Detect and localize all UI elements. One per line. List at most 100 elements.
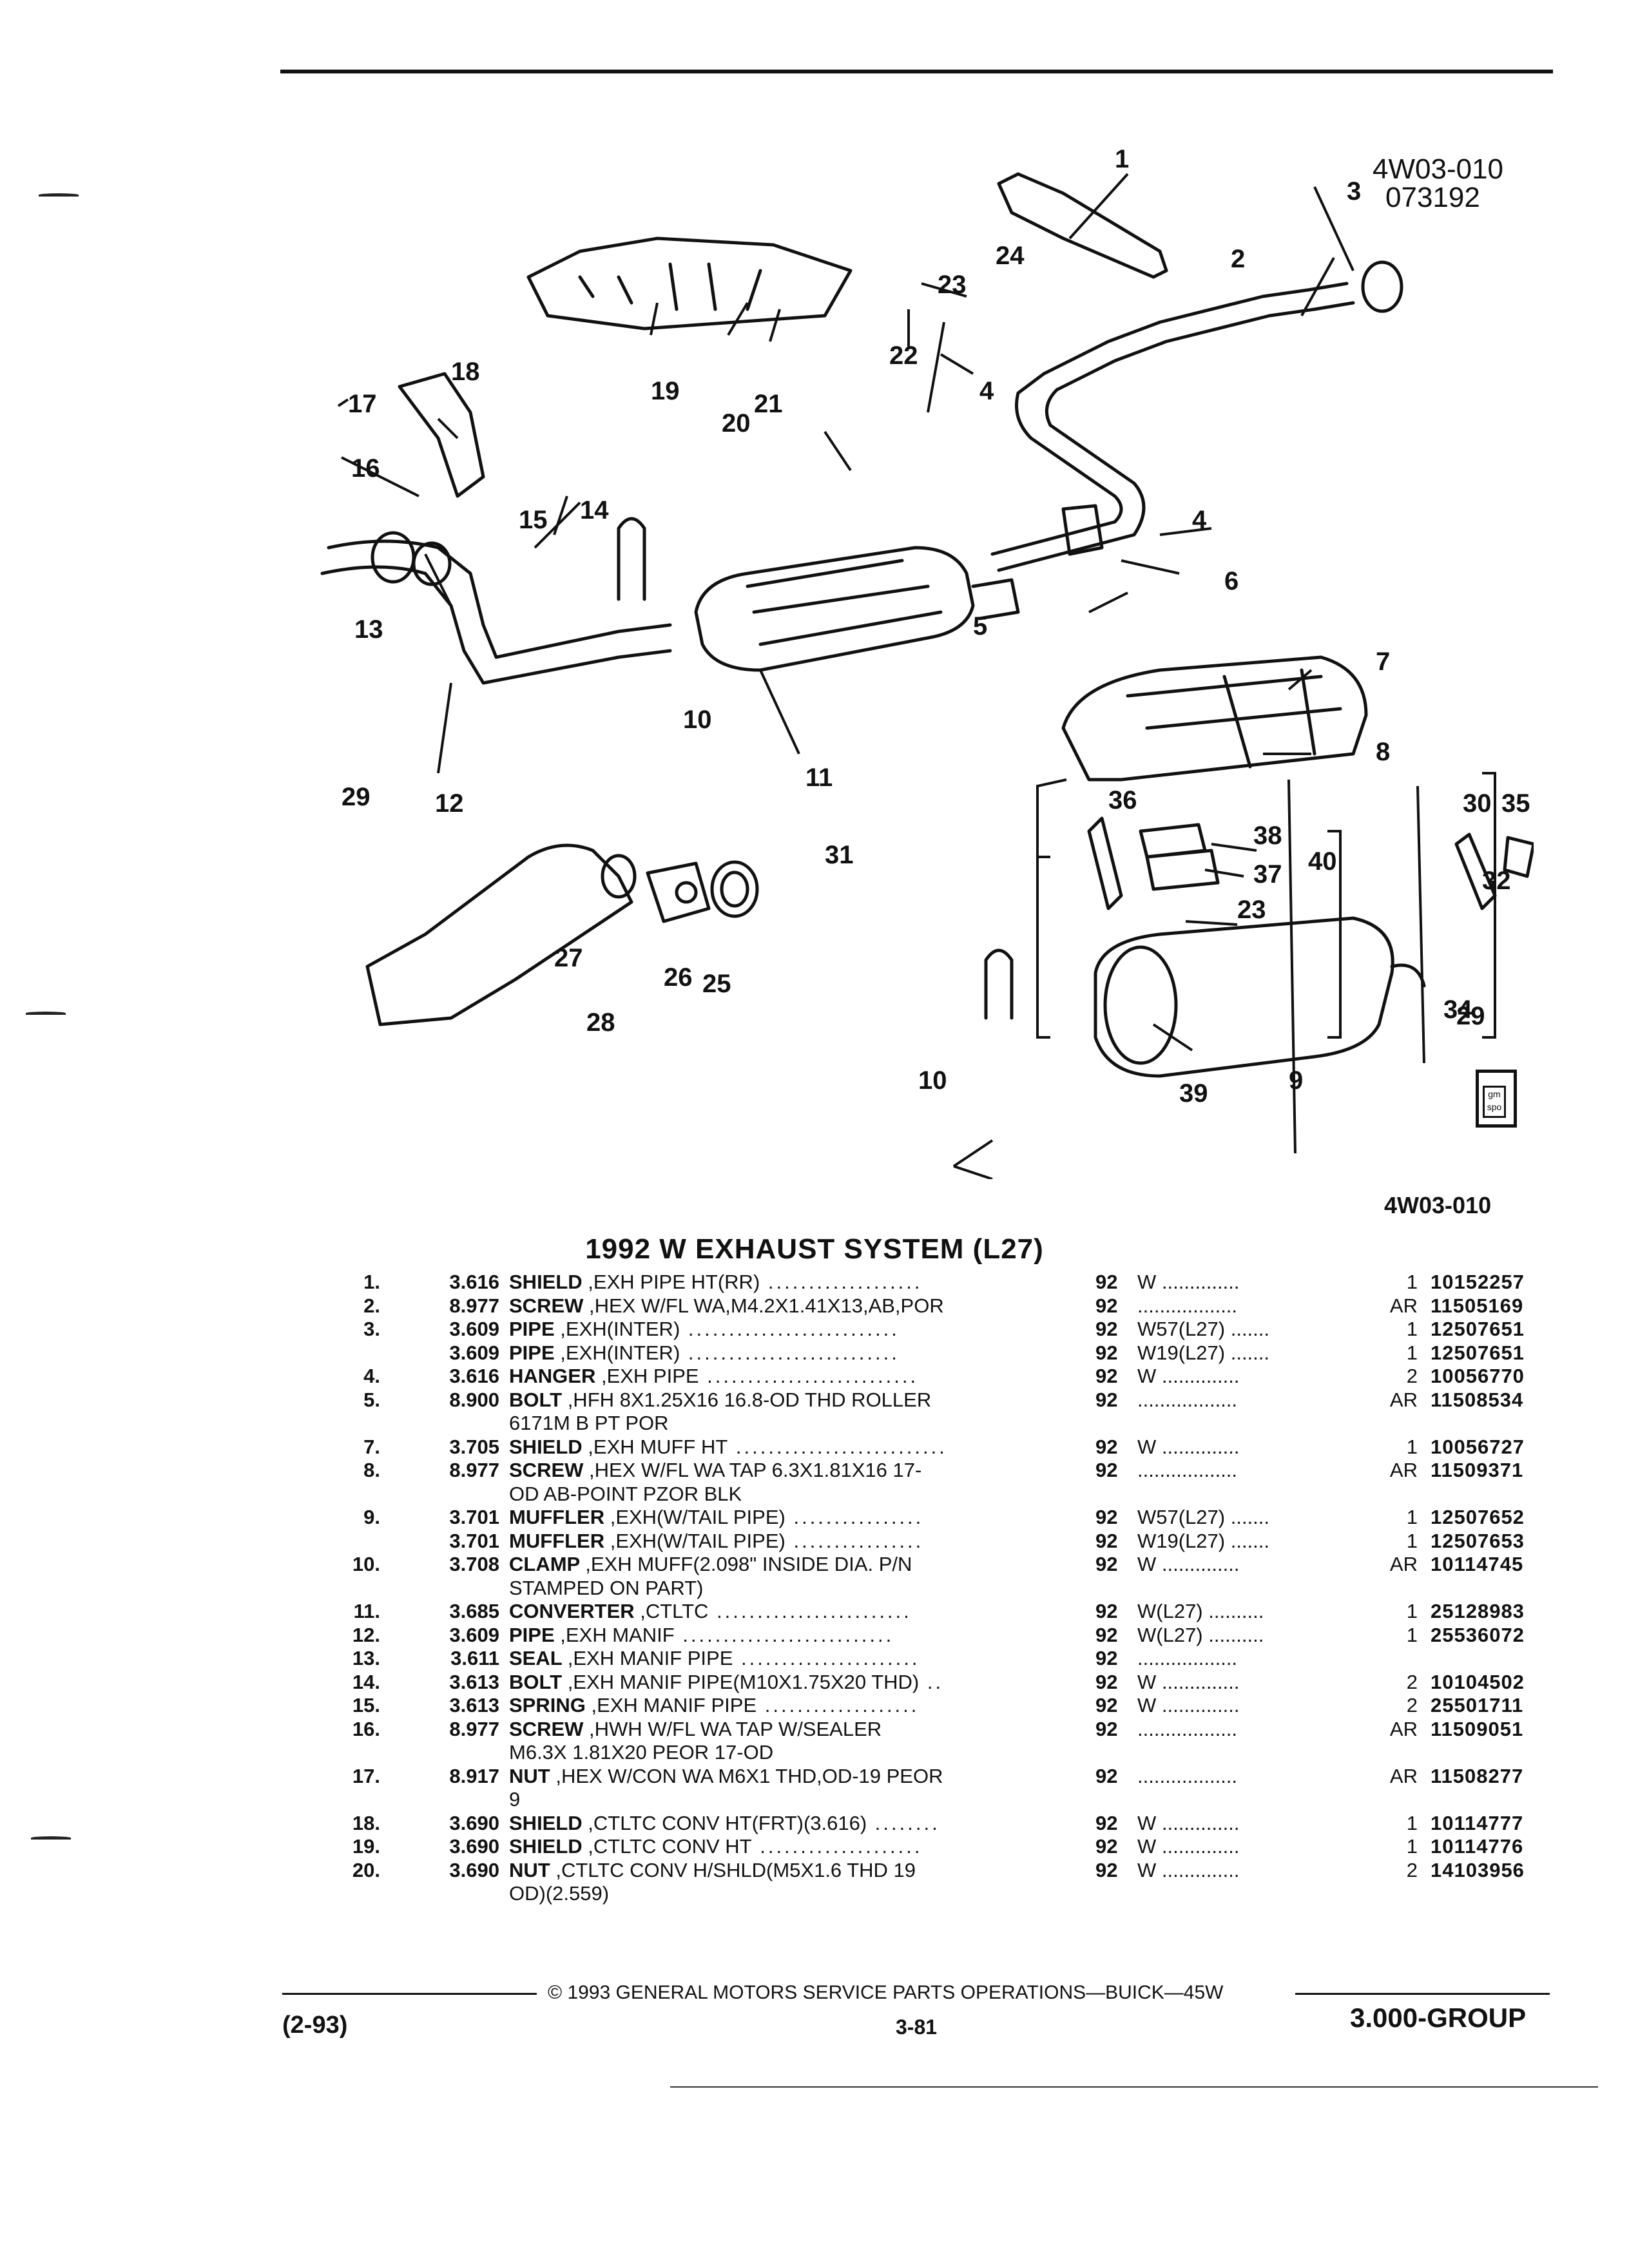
part-name: PIPE — [509, 1341, 561, 1364]
model-year: 92 — [1095, 1600, 1118, 1622]
callout-40: 40 — [1308, 847, 1337, 876]
callout-18: 18 — [451, 358, 480, 386]
quantity: AR — [1389, 1388, 1418, 1411]
part-description: MUFFLER ,EXH(W/TAIL PIPE) ..............… — [509, 1529, 924, 1552]
group-number: 8.977 — [449, 1717, 499, 1740]
part-description: 6171M B PT POR — [509, 1412, 669, 1434]
model-year: 92 — [1095, 1388, 1118, 1411]
part-name: SEAL — [509, 1647, 568, 1669]
quantity: 1 — [1406, 1271, 1418, 1293]
ref-number: 15. — [352, 1694, 380, 1716]
model-year: 92 — [1095, 1271, 1118, 1293]
part-number: 10056727 — [1431, 1435, 1525, 1458]
intermediate-pipe-part — [997, 301, 1355, 572]
part-name: SCREW — [509, 1294, 589, 1317]
exhaust-pipe-part — [365, 843, 633, 1026]
part-description: CLAMP ,EXH MUFF(2.098" INSIDE DIA. P/N — [509, 1553, 912, 1575]
catalytic-converter — [694, 546, 975, 672]
callout-4: 4 — [1192, 506, 1207, 534]
model-code: .................. — [1137, 1294, 1238, 1317]
binder-hole-mark — [26, 1012, 66, 1015]
callout-23: 23 — [938, 271, 967, 299]
quantity: 2 — [1406, 1858, 1418, 1881]
part-number: 10114776 — [1431, 1835, 1524, 1858]
part-number: 10152257 — [1431, 1271, 1525, 1293]
callout-8: 8 — [1376, 738, 1390, 766]
part-description: PIPE ,EXH(INTER) .......................… — [509, 1318, 900, 1340]
part-name: SHIELD — [509, 1811, 588, 1834]
part-description: BOLT ,HFH 8X1.25X16 16.8-OD THD ROLLER — [509, 1388, 932, 1411]
part-description: SHIELD ,CTLTC CONV HT(FRT)(3.616) ......… — [509, 1811, 940, 1834]
footer-page-number: 3-81 — [896, 2015, 938, 2039]
converter-heat-shield — [526, 236, 853, 331]
callout-17: 17 — [348, 390, 377, 418]
model-code: W57(L27) ....... — [1137, 1506, 1270, 1528]
part-number: 25536072 — [1431, 1623, 1525, 1646]
part-name: SHIELD — [509, 1435, 588, 1458]
callout-14: 14 — [580, 496, 609, 524]
part-description: SEAL ,EXH MANIF PIPE ...................… — [509, 1647, 920, 1669]
quantity: 1 — [1406, 1811, 1418, 1834]
ref-number: 11. — [353, 1600, 380, 1622]
model-code: W57(L27) ....... — [1137, 1318, 1270, 1340]
callout-10: 10 — [683, 706, 712, 734]
group-number: 3.685 — [449, 1600, 499, 1622]
part-number: 12507652 — [1431, 1506, 1525, 1528]
ref-number: 9. — [363, 1506, 380, 1528]
group-number: 3.609 — [449, 1341, 499, 1364]
part-number: 12507651 — [1431, 1341, 1525, 1364]
callout-35: 35 — [1501, 789, 1530, 818]
callout-22: 22 — [889, 341, 918, 370]
callout-9: 9 — [1289, 1066, 1303, 1095]
part-number: 10114745 — [1431, 1553, 1524, 1575]
part-name: SPRING — [509, 1694, 592, 1716]
model-code: W .............. — [1137, 1271, 1240, 1293]
part-number: 11508277 — [1431, 1764, 1524, 1787]
model-code: W .............. — [1137, 1694, 1240, 1716]
part-name: BOLT — [509, 1670, 568, 1693]
model-code: W(L27) .......... — [1137, 1600, 1264, 1622]
part-number: 11508534 — [1431, 1388, 1524, 1411]
bottom-rule — [670, 2086, 1598, 2088]
part-number: 14103956 — [1431, 1858, 1525, 1881]
part-name: SCREW — [509, 1459, 589, 1481]
ref-number: 4. — [363, 1365, 380, 1387]
model-code: W .............. — [1137, 1835, 1240, 1858]
part-number: 25128983 — [1431, 1600, 1525, 1622]
model-year: 92 — [1095, 1529, 1118, 1552]
callout-20: 20 — [722, 409, 751, 437]
part-description: STAMPED ON PART) — [509, 1576, 704, 1599]
part-description: SHIELD ,EXH PIPE HT(RR) ................… — [509, 1271, 923, 1293]
front-converter-shield — [398, 372, 485, 498]
part-description: SPRING ,EXH MANIF PIPE .................… — [509, 1694, 920, 1716]
model-year: 92 — [1095, 1858, 1118, 1881]
callout-10: 10 — [918, 1066, 947, 1095]
callout-23: 23 — [1237, 896, 1266, 924]
model-year: 92 — [1095, 1435, 1118, 1458]
ref-number: 2. — [363, 1294, 380, 1317]
exhaust-system-diagram: 1234456789101011121314151617181920212223… — [320, 145, 1534, 1179]
part-number: 10114777 — [1431, 1811, 1524, 1834]
diagram-code-bottom: 4W03-010 — [1384, 1192, 1492, 1218]
callout-25: 25 — [702, 970, 731, 998]
callout-19: 19 — [651, 377, 680, 405]
part-name: MUFFLER — [509, 1506, 610, 1528]
part-number: 11509371 — [1431, 1459, 1524, 1481]
ref-number: 5. — [363, 1388, 380, 1411]
part-description: NUT ,HEX W/CON WA M6X1 THD,OD-19 PEOR — [509, 1764, 943, 1787]
top-rule — [280, 70, 1553, 73]
part-description: OD)(2.559) — [509, 1882, 610, 1905]
callout-16: 16 — [351, 454, 380, 483]
pipe-shield-part — [997, 172, 1168, 279]
group-number: 3.616 — [449, 1271, 499, 1293]
diagram-date-code: 073192 — [1385, 182, 1480, 213]
model-code: W .............. — [1137, 1365, 1240, 1387]
